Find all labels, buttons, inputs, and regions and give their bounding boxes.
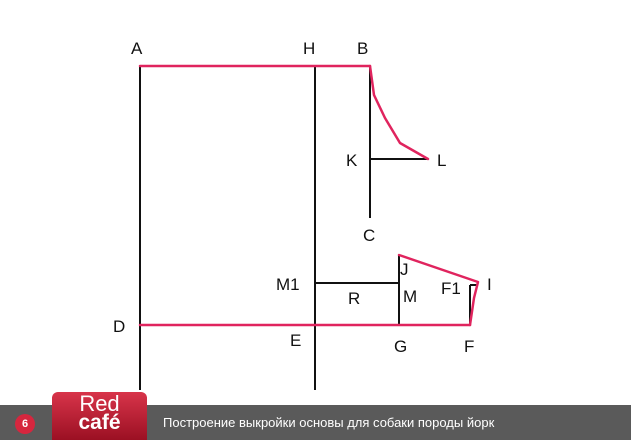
label-k: K	[346, 151, 358, 170]
label-f1: F1	[441, 279, 461, 298]
footer-bar: 6 Red café Построение выкройки основы дл…	[0, 392, 631, 440]
label-m: M	[403, 287, 417, 306]
contour-bl-curve	[368, 64, 430, 161]
label-i: I	[487, 275, 492, 294]
label-d: D	[113, 317, 125, 336]
caption-text: Построение выкройки основы для собаки по…	[163, 415, 495, 430]
label-a: A	[131, 39, 143, 58]
label-c: C	[363, 226, 375, 245]
label-h: H	[303, 39, 315, 58]
label-j: J	[400, 260, 409, 279]
label-r: R	[348, 289, 360, 308]
contour-group	[138, 64, 480, 327]
logo-text-red: Red	[79, 391, 120, 416]
label-f: F	[464, 337, 474, 356]
label-g: G	[394, 337, 407, 356]
label-b: B	[357, 39, 368, 58]
label-e: E	[290, 331, 301, 350]
label-m1: M1	[276, 275, 300, 294]
logo-text-cafe: café	[78, 411, 121, 434]
page-number-badge: 6	[15, 414, 35, 434]
contour-j-i-f	[397, 253, 480, 327]
label-l: L	[437, 151, 446, 170]
redcafe-logo[interactable]: Red café	[52, 392, 147, 440]
